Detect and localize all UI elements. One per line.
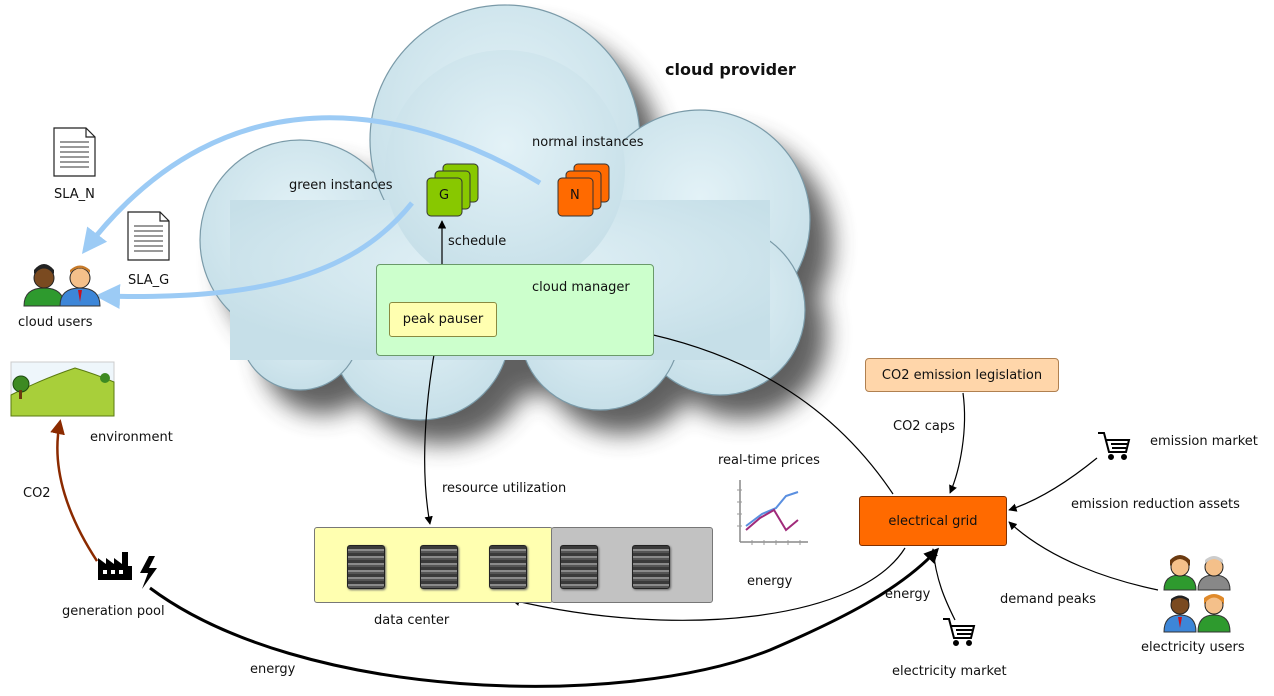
emission-market-label: emission market xyxy=(1150,434,1258,449)
normal-instances-stack xyxy=(557,163,610,217)
environment-label: environment xyxy=(90,430,173,445)
resource-utilization-arrow xyxy=(424,337,438,525)
emission-market-cart-icon xyxy=(1098,432,1131,460)
cloud-provider-title: cloud provider xyxy=(665,60,796,79)
sla-n-document-icon xyxy=(53,127,96,177)
server-icon xyxy=(560,545,598,589)
cloud-users-label: cloud users xyxy=(18,315,93,330)
schedule-label: schedule xyxy=(448,234,507,249)
generation-pool-label: generation pool xyxy=(62,604,165,619)
co2-emission-legislation-box: CO2 emission legislation xyxy=(865,358,1059,392)
electricity-market-label: electricity market xyxy=(892,664,1007,679)
electricity-market-cart-icon xyxy=(943,618,976,646)
emission-market-arrow xyxy=(1008,457,1098,512)
normal-instance-letter: N xyxy=(570,188,580,203)
normal-instances-label: normal instances xyxy=(532,135,644,150)
server-icon xyxy=(347,545,385,589)
electricity-market-arrow xyxy=(929,548,956,621)
demand-peaks-arrow xyxy=(1008,521,1159,591)
factory-icon xyxy=(98,552,132,580)
real-time-prices-chart-icon xyxy=(737,480,808,545)
electrical-grid-box: electrical grid xyxy=(859,496,1007,546)
server-icon xyxy=(632,545,670,589)
sla-n-label: SLA_N xyxy=(54,187,95,202)
co2-caps-arrow xyxy=(949,392,966,494)
sla-g-document-icon xyxy=(127,211,170,261)
electricity-users-icon xyxy=(1163,555,1231,633)
lightning-icon xyxy=(140,556,157,589)
generation-energy-arrow xyxy=(149,547,940,688)
sla-n-arrow xyxy=(81,115,542,254)
green-instances-stack xyxy=(426,163,479,217)
co2-caps-label: CO2 caps xyxy=(893,419,955,434)
electricity-users-label: electricity users xyxy=(1141,640,1245,655)
co2-label: CO2 xyxy=(23,486,51,501)
cloud-users-icon xyxy=(23,264,101,307)
sla-g-label: SLA_G xyxy=(128,273,170,288)
resource-utilization-label: resource utilization xyxy=(442,481,567,496)
energy-generation-label: energy xyxy=(250,662,296,677)
sla-g-arrow xyxy=(95,201,414,310)
peak-pauser-box: peak pauser xyxy=(389,302,497,337)
green-instance-letter: G xyxy=(439,188,450,203)
cloud-manager-label: cloud manager xyxy=(532,280,630,295)
energy-grid-label: energy xyxy=(885,587,931,602)
energy-datacenter-label: energy xyxy=(747,574,793,589)
grid-to-datacenter-arrow xyxy=(511,547,906,621)
co2-arrow xyxy=(50,419,99,562)
emission-reduction-assets-label: emission reduction assets xyxy=(1071,497,1240,512)
demand-peaks-label: demand peaks xyxy=(1000,592,1097,607)
data-center-label: data center xyxy=(374,613,450,628)
server-icon xyxy=(420,545,458,589)
environment-picture xyxy=(10,361,115,417)
real-time-prices-label: real-time prices xyxy=(718,453,820,468)
green-instances-label: green instances xyxy=(289,178,393,193)
server-icon xyxy=(489,545,527,589)
